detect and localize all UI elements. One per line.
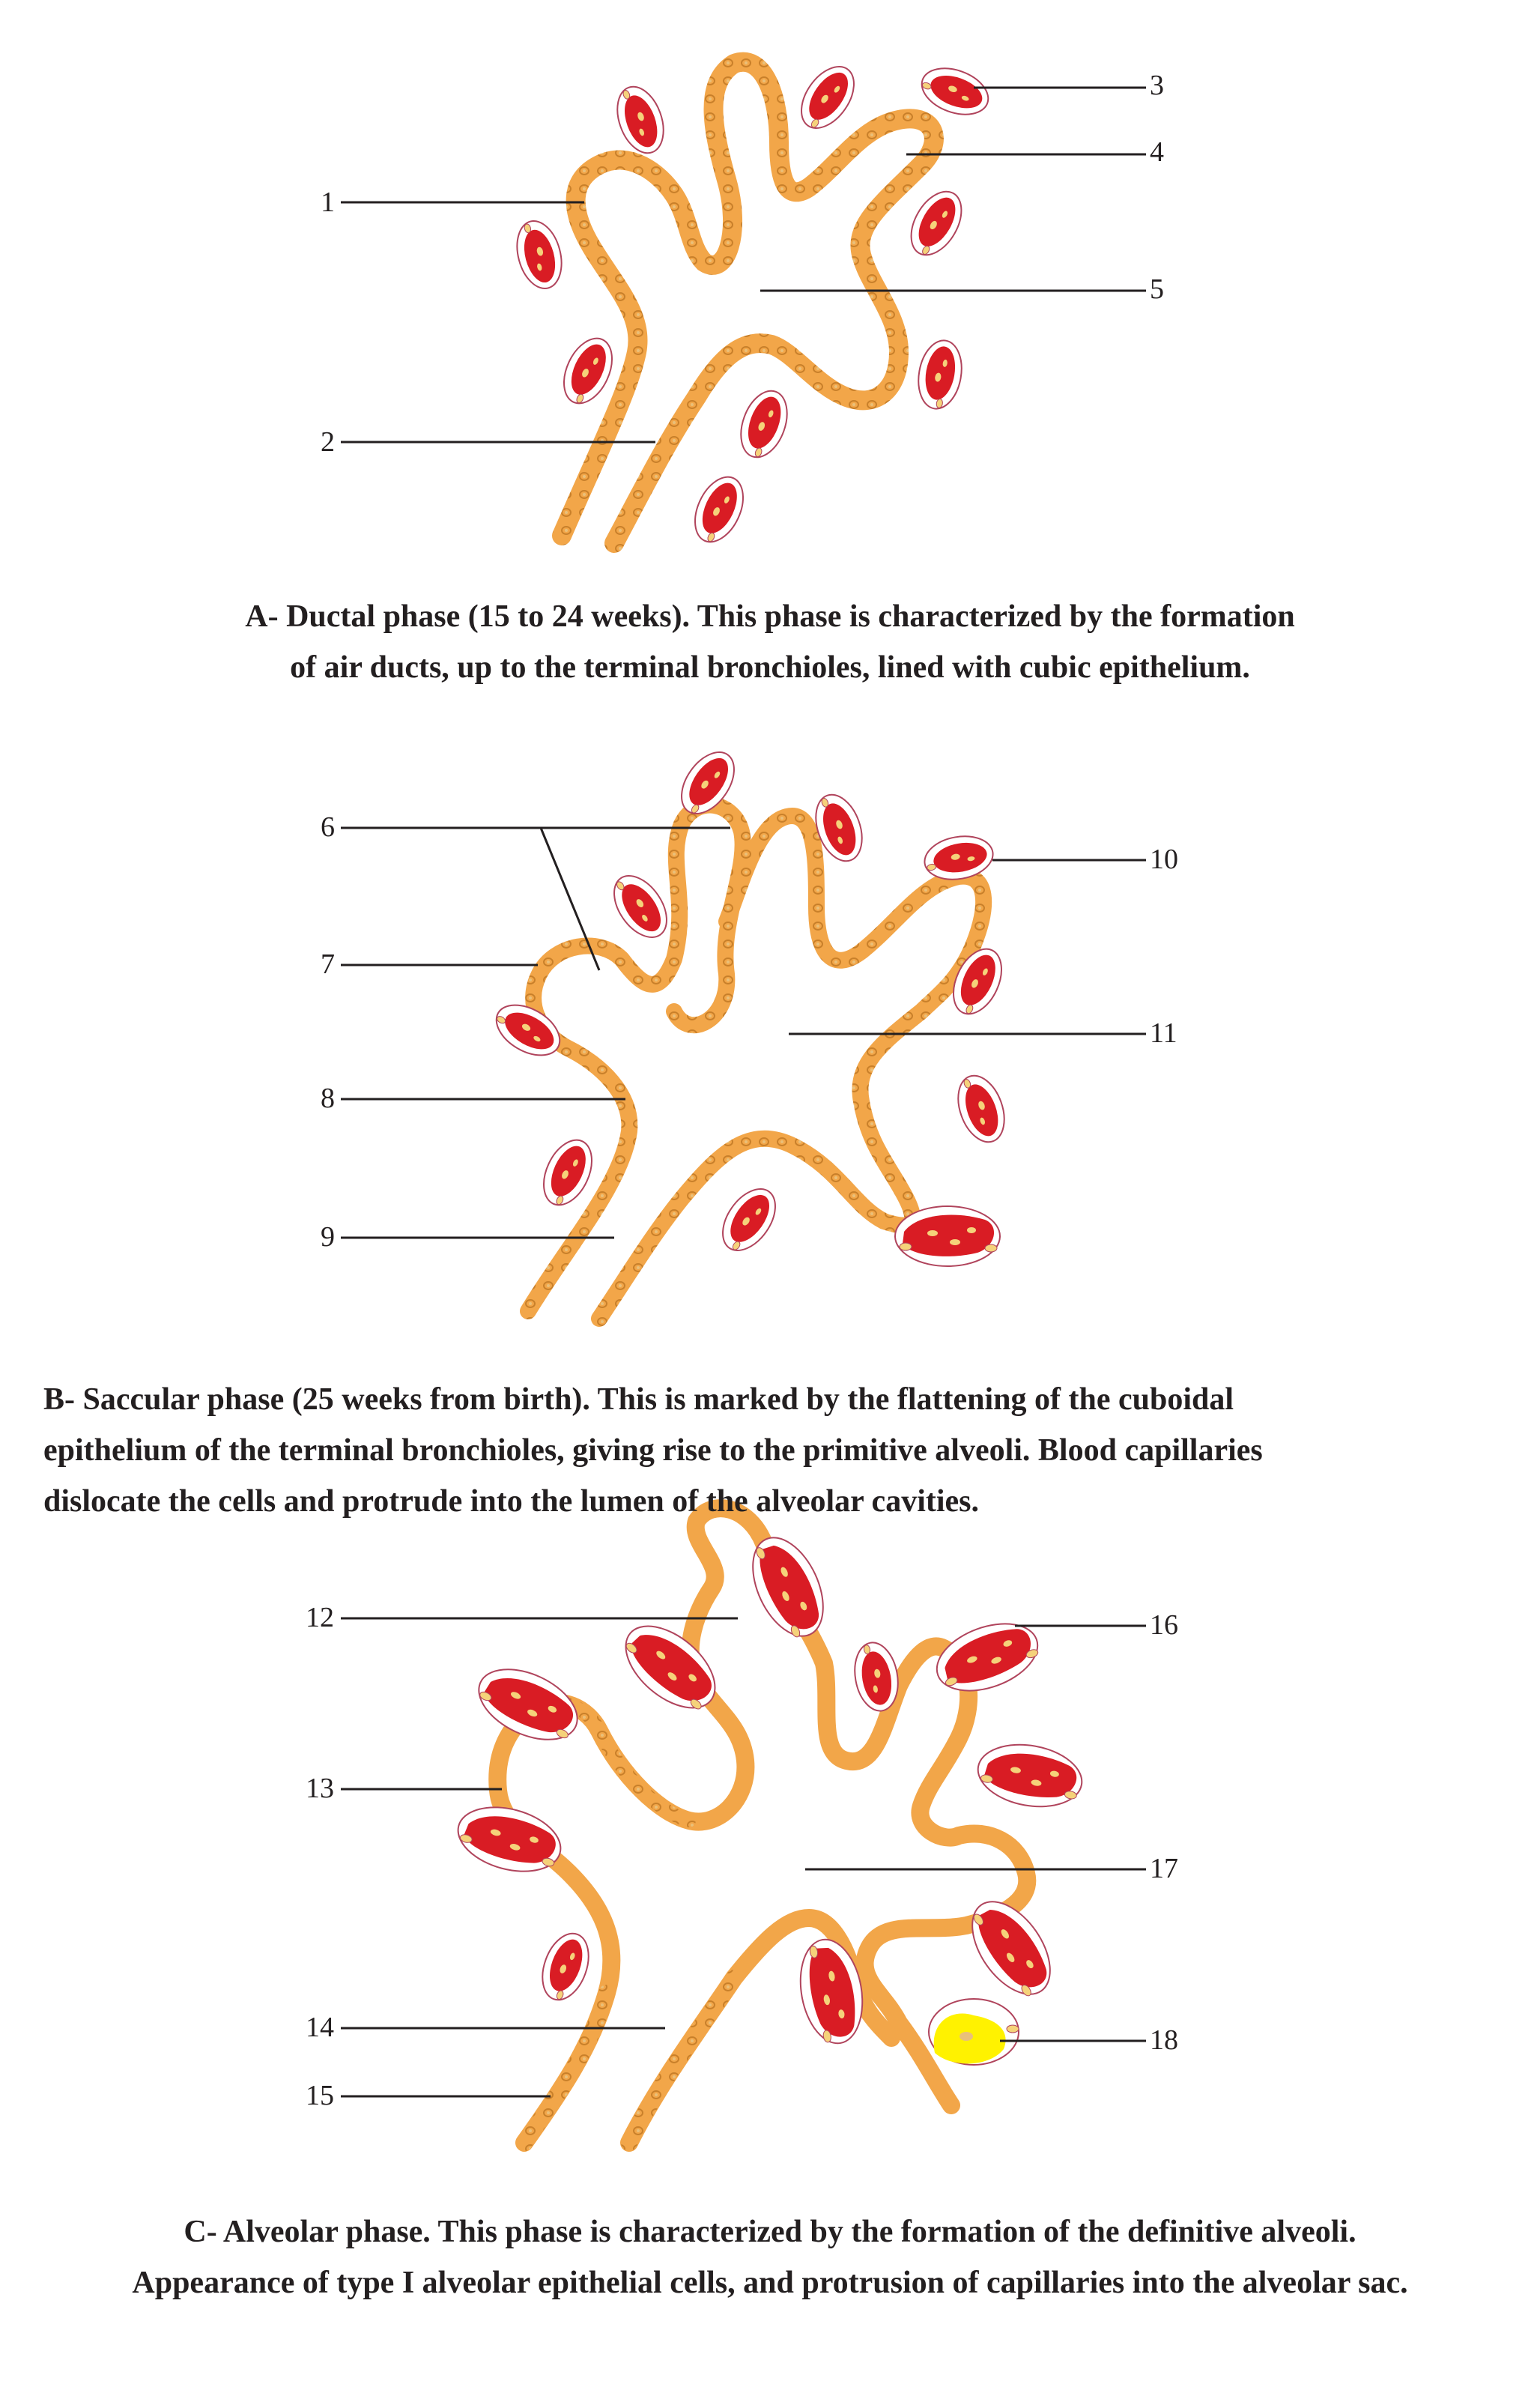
label-17: 17 [1150, 1853, 1178, 1884]
label-2: 2 [321, 426, 335, 458]
label-9: 9 [321, 1221, 335, 1253]
label-5: 5 [1150, 273, 1164, 305]
panel-a-epithelium [552, 52, 944, 553]
caption-b-line-2: epithelium of the terminal bronchioles, … [43, 1433, 1263, 1468]
caption-a: A- Ductal phase (15 to 24 weeks). This p… [0, 591, 1540, 693]
label-11: 11 [1150, 1017, 1177, 1049]
caption-c: C- Alveolar phase. This phase is charact… [0, 2206, 1540, 2308]
panel-a-leaders [341, 86, 1146, 444]
label-18: 18 [1150, 2024, 1178, 2056]
panel-c-leaders [341, 1617, 1146, 2098]
caption-b-line-1: B- Saccular phase (25 weeks from birth).… [43, 1382, 1234, 1417]
label-10: 10 [1150, 844, 1178, 875]
panel-c-type-ii-cell [928, 1998, 1019, 2066]
label-13: 13 [306, 1773, 334, 1804]
panel-b-labels: 6 7 8 9 10 11 [321, 811, 1178, 1253]
panel-b-leaders [341, 826, 1146, 1239]
panel-a-labels: 1 2 3 4 5 [321, 70, 1164, 458]
label-12: 12 [306, 1602, 334, 1633]
panel-b-epithelium [520, 796, 992, 1327]
caption-c-line-1: C- Alveolar phase. This phase is charact… [184, 2215, 1356, 2249]
caption-b: B- Saccular phase (25 weeks from birth).… [43, 1374, 1512, 1527]
panel-c-alveolar-phase: 12 13 14 15 16 17 18 [306, 1499, 1178, 2152]
caption-b-line-3: dislocate the cells and protrude into th… [43, 1484, 980, 1519]
panel-b-saccular-phase: 6 7 8 9 10 11 [321, 742, 1178, 1327]
label-4: 4 [1150, 136, 1164, 168]
label-16: 16 [1150, 1609, 1178, 1641]
panel-a-ductal-phase: 1 2 3 4 5 [321, 52, 1164, 553]
label-7: 7 [321, 949, 335, 980]
label-6: 6 [321, 811, 335, 843]
label-3: 3 [1150, 70, 1164, 101]
caption-c-line-2: Appearance of type I alveolar epithelial… [132, 2266, 1408, 2300]
label-15: 15 [306, 2080, 334, 2111]
caption-a-line-1: A- Ductal phase (15 to 24 weeks). This p… [245, 599, 1295, 634]
label-8: 8 [321, 1083, 335, 1114]
panel-c-labels: 12 13 14 15 16 17 18 [306, 1602, 1178, 2111]
label-1: 1 [321, 187, 335, 218]
label-14: 14 [306, 2012, 334, 2043]
caption-a-line-2: of air ducts, up to the terminal bronchi… [290, 650, 1250, 685]
panel-c-capillaries [450, 1525, 1088, 2049]
